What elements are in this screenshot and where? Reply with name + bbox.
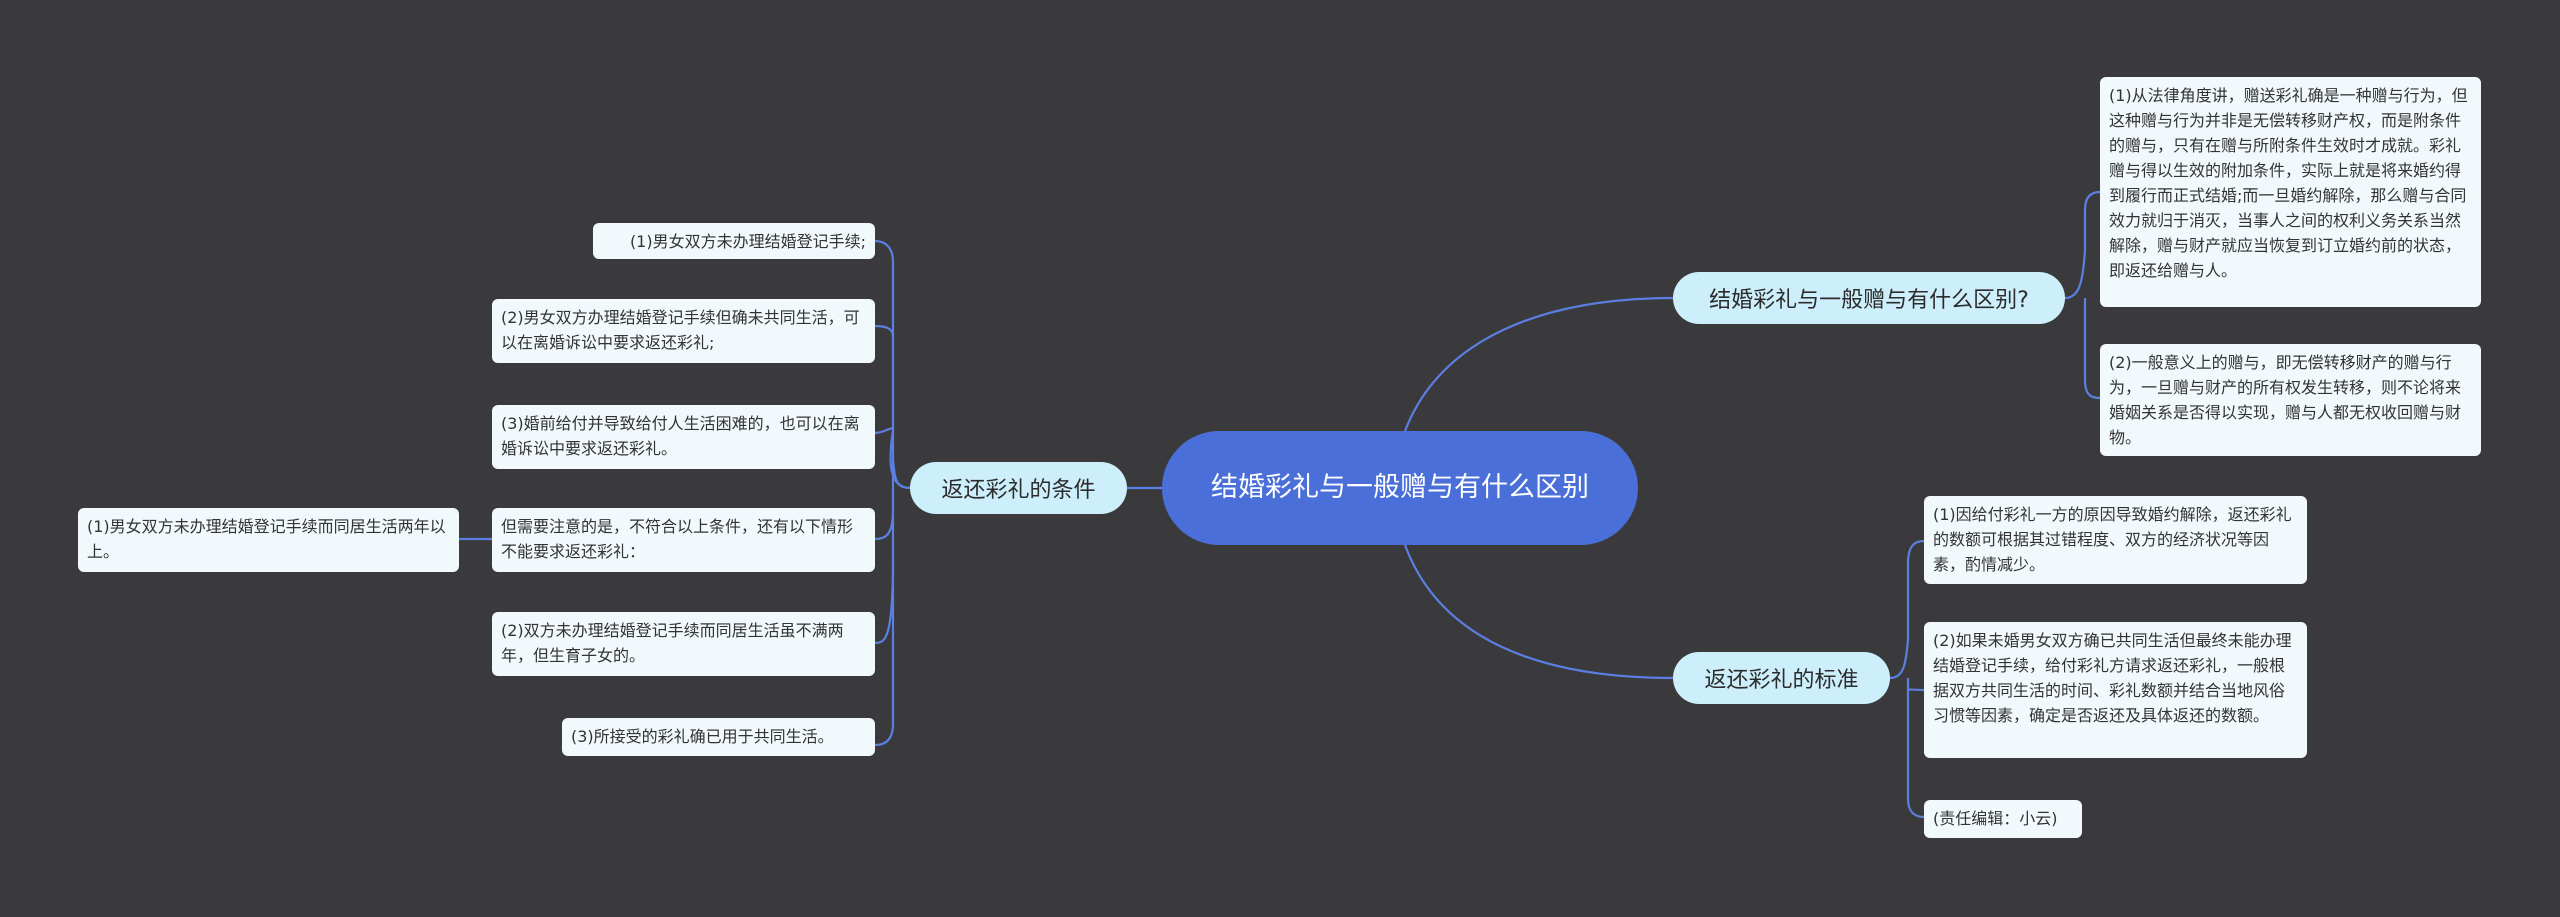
leaf-standard-1[interactable]: (1)因给付彩礼一方的原因导致婚约解除，返还彩礼的数额可根据其过错程度、双方的经… [1924,496,2307,584]
branch-return-standard[interactable]: 返还彩礼的标准 [1673,652,1890,704]
branch-label: 返还彩礼的条件 [941,478,1096,503]
root-topic-label: 结婚彩礼与一般赠与有什么区别 [1211,472,1589,503]
root-topic[interactable]: 结婚彩礼与一般赠与有什么区别 [1162,431,1638,545]
leaf-standard-2[interactable]: (2)如果未婚男女双方确已共同生活但最终未能办理结婚登记手续，给付彩礼方请求返还… [1924,622,2307,758]
leaf-condition-5[interactable]: (2)双方未办理结婚登记手续而同居生活虽不满两年，但生育子女的。 [492,612,875,676]
leaf-difference-1[interactable]: (1)从法律角度讲，赠送彩礼确是一种赠与行为，但这种赠与行为并非是无偿转移财产权… [2100,77,2481,307]
edge-rt-bracket [2064,190,2101,400]
leaf-condition-1[interactable]: (1)男女双方未办理结婚登记手续; [593,223,875,259]
leaf-editor-note[interactable]: (责任编辑：小云) [1924,800,2082,838]
leaf-difference-2[interactable]: (2)一般意义上的赠与，即无偿转移财产的赠与行为，一旦赠与财产的所有权发生转移，… [2100,344,2481,456]
leaf-condition-2[interactable]: (2)男女双方办理结婚登记手续但确未共同生活，可以在离婚诉讼中要求返还彩礼; [492,299,875,363]
edge-left-item-5 [874,559,895,645]
leaf-condition-exception[interactable]: 但需要注意的是，不符合以上条件，还有以下情形不能要求返还彩礼： [492,508,875,572]
edge-rb-bracket [1889,539,1925,819]
edge-root-right-bottom [1403,544,1674,680]
branch-label: 结婚彩礼与一般赠与有什么区别? [1709,288,2029,313]
edge-root-right-top [1403,296,1674,432]
edge-left-item-4 [874,509,895,541]
branch-return-conditions[interactable]: 返还彩礼的条件 [910,462,1127,514]
branch-difference[interactable]: 结婚彩礼与一般赠与有什么区别? [1673,272,2065,324]
leaf-condition-3[interactable]: (3)婚前给付并导致给付人生活困难的，也可以在离婚诉讼中要求返还彩礼。 [492,405,875,469]
edge-left-item-3 [874,427,895,435]
edge-left-item-1 [874,324,911,490]
leaf-exception-child-1[interactable]: (1)男女双方未办理结婚登记手续而同居生活两年以上。 [78,508,459,572]
leaf-condition-6[interactable]: (3)所接受的彩礼确已用于共同生活。 [562,718,875,756]
branch-label: 返还彩礼的标准 [1704,668,1859,693]
edge-left-bracket [874,239,911,747]
